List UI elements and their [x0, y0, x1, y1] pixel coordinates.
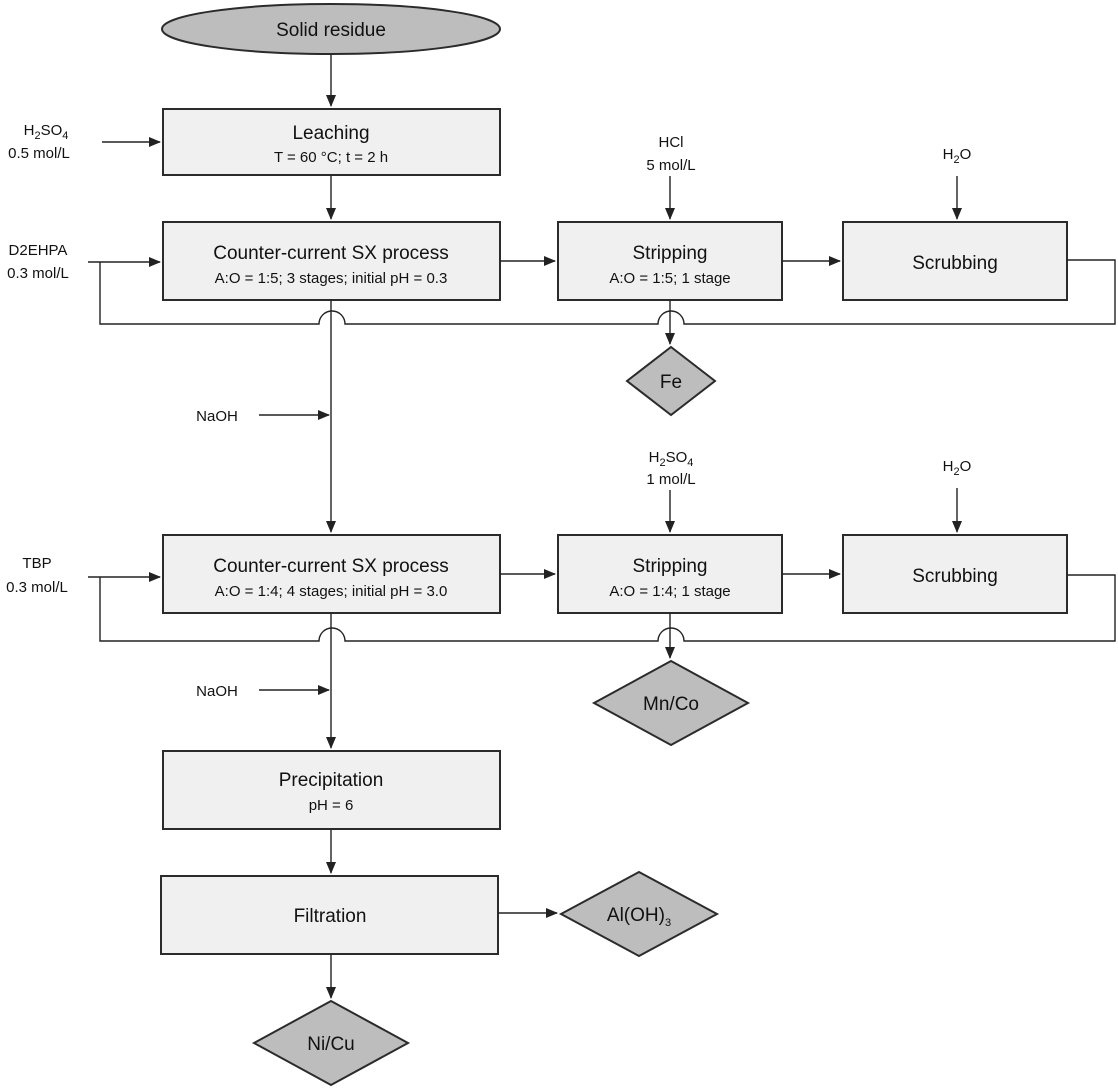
h2so4-strip-sub2: 4: [687, 457, 693, 469]
scrub2-title: Scrubbing: [912, 566, 998, 587]
mnco-label: Mn/Co: [643, 694, 699, 715]
h2so4-strip-h: H: [649, 449, 660, 466]
h2o2-o: O: [960, 458, 972, 475]
input-naoh-2: NaOH: [196, 683, 238, 700]
sx1-detail: A:O = 1:5; 3 stages; initial pH = 0.3: [215, 270, 448, 287]
h2so4-leach-sub2: 4: [62, 130, 68, 142]
start-node-solid-residue: Solid residue: [161, 3, 501, 55]
precip-detail: pH = 6: [309, 797, 354, 814]
input-naoh-1: NaOH: [196, 408, 238, 425]
precip-title: Precipitation: [279, 770, 384, 791]
strip1-title: Stripping: [633, 243, 708, 264]
input-tbp-name: TBP: [22, 555, 51, 572]
strip1-detail: A:O = 1:5; 1 stage: [609, 270, 730, 287]
strip2-title: Stripping: [633, 556, 708, 577]
input-d2ehpa-conc: 0.3 mol/L: [7, 265, 69, 282]
process-box-stripping-2: Stripping A:O = 1:4; 1 stage: [557, 534, 783, 614]
strip2-detail: A:O = 1:4; 1 stage: [609, 583, 730, 600]
process-box-stripping-1: Stripping A:O = 1:5; 1 stage: [557, 221, 783, 301]
recycle-loop-organic-1: [99, 259, 1116, 325]
aloh3-sub: 3: [665, 917, 671, 929]
h2o1-o: O: [960, 146, 972, 163]
input-h2so4-strip-conc: 1 mol/L: [646, 471, 695, 488]
start-node-label: Solid residue: [276, 20, 386, 41]
nicu-label: Ni/Cu: [307, 1034, 355, 1055]
input-h2so4-leach-formula: H2SO4: [24, 122, 69, 142]
fe-label: Fe: [660, 372, 682, 393]
flow-connectors: [88, 55, 1116, 999]
aloh3-base: Al(OH): [607, 905, 665, 926]
filtration-title: Filtration: [294, 906, 367, 927]
sx2-detail: A:O = 1:4; 4 stages; initial pH = 3.0: [215, 583, 448, 600]
scrub1-title: Scrubbing: [912, 253, 998, 274]
product-diamond-mnco: Mn/Co: [591, 659, 751, 747]
h2so4-leach-sub1: 2: [34, 130, 40, 142]
process-box-leaching: Leaching T = 60 °C; t = 2 h: [162, 108, 501, 176]
sx1-title: Counter-current SX process: [213, 243, 449, 264]
product-diamond-nicu: Ni/Cu: [251, 999, 411, 1087]
process-box-precipitation: Precipitation pH = 6: [162, 750, 501, 830]
input-d2ehpa-name: D2EHPA: [9, 242, 68, 259]
process-box-scrubbing-2: Scrubbing: [842, 534, 1068, 614]
h2so4-leach-h: H: [24, 122, 35, 139]
h2o2-h: H: [943, 458, 954, 475]
recycle-loop-organic-2: [99, 574, 1116, 642]
input-hcl-name: HCl: [659, 134, 684, 151]
h2o1-sub: 2: [954, 154, 960, 166]
product-diamond-aloh3: Al(OH)3: [558, 870, 720, 958]
input-hcl-conc: 5 mol/L: [646, 157, 695, 174]
process-box-sx1: Counter-current SX process A:O = 1:5; 3 …: [162, 221, 501, 301]
h2so4-leach-so: SO: [41, 122, 63, 139]
process-box-filtration: Filtration: [160, 875, 499, 955]
h2so4-strip-so: SO: [666, 449, 688, 466]
leaching-detail: T = 60 °C; t = 2 h: [274, 149, 388, 166]
h2o1-h: H: [943, 146, 954, 163]
h2o2-sub: 2: [954, 466, 960, 478]
input-tbp-conc: 0.3 mol/L: [6, 579, 68, 596]
process-box-sx2: Counter-current SX process A:O = 1:4; 4 …: [162, 534, 501, 614]
input-h2o-1: H2O: [943, 146, 972, 166]
product-diamond-fe: Fe: [625, 345, 717, 417]
h2so4-strip-sub1: 2: [659, 457, 665, 469]
sx2-title: Counter-current SX process: [213, 556, 449, 577]
input-h2o-2: H2O: [943, 458, 972, 478]
process-box-scrubbing-1: Scrubbing: [842, 221, 1068, 301]
leaching-title: Leaching: [292, 123, 369, 144]
aloh3-label: Al(OH)3: [607, 905, 671, 929]
input-h2so4-leach-conc: 0.5 mol/L: [8, 145, 70, 162]
input-h2so4-strip-formula: H2SO4: [649, 449, 694, 469]
